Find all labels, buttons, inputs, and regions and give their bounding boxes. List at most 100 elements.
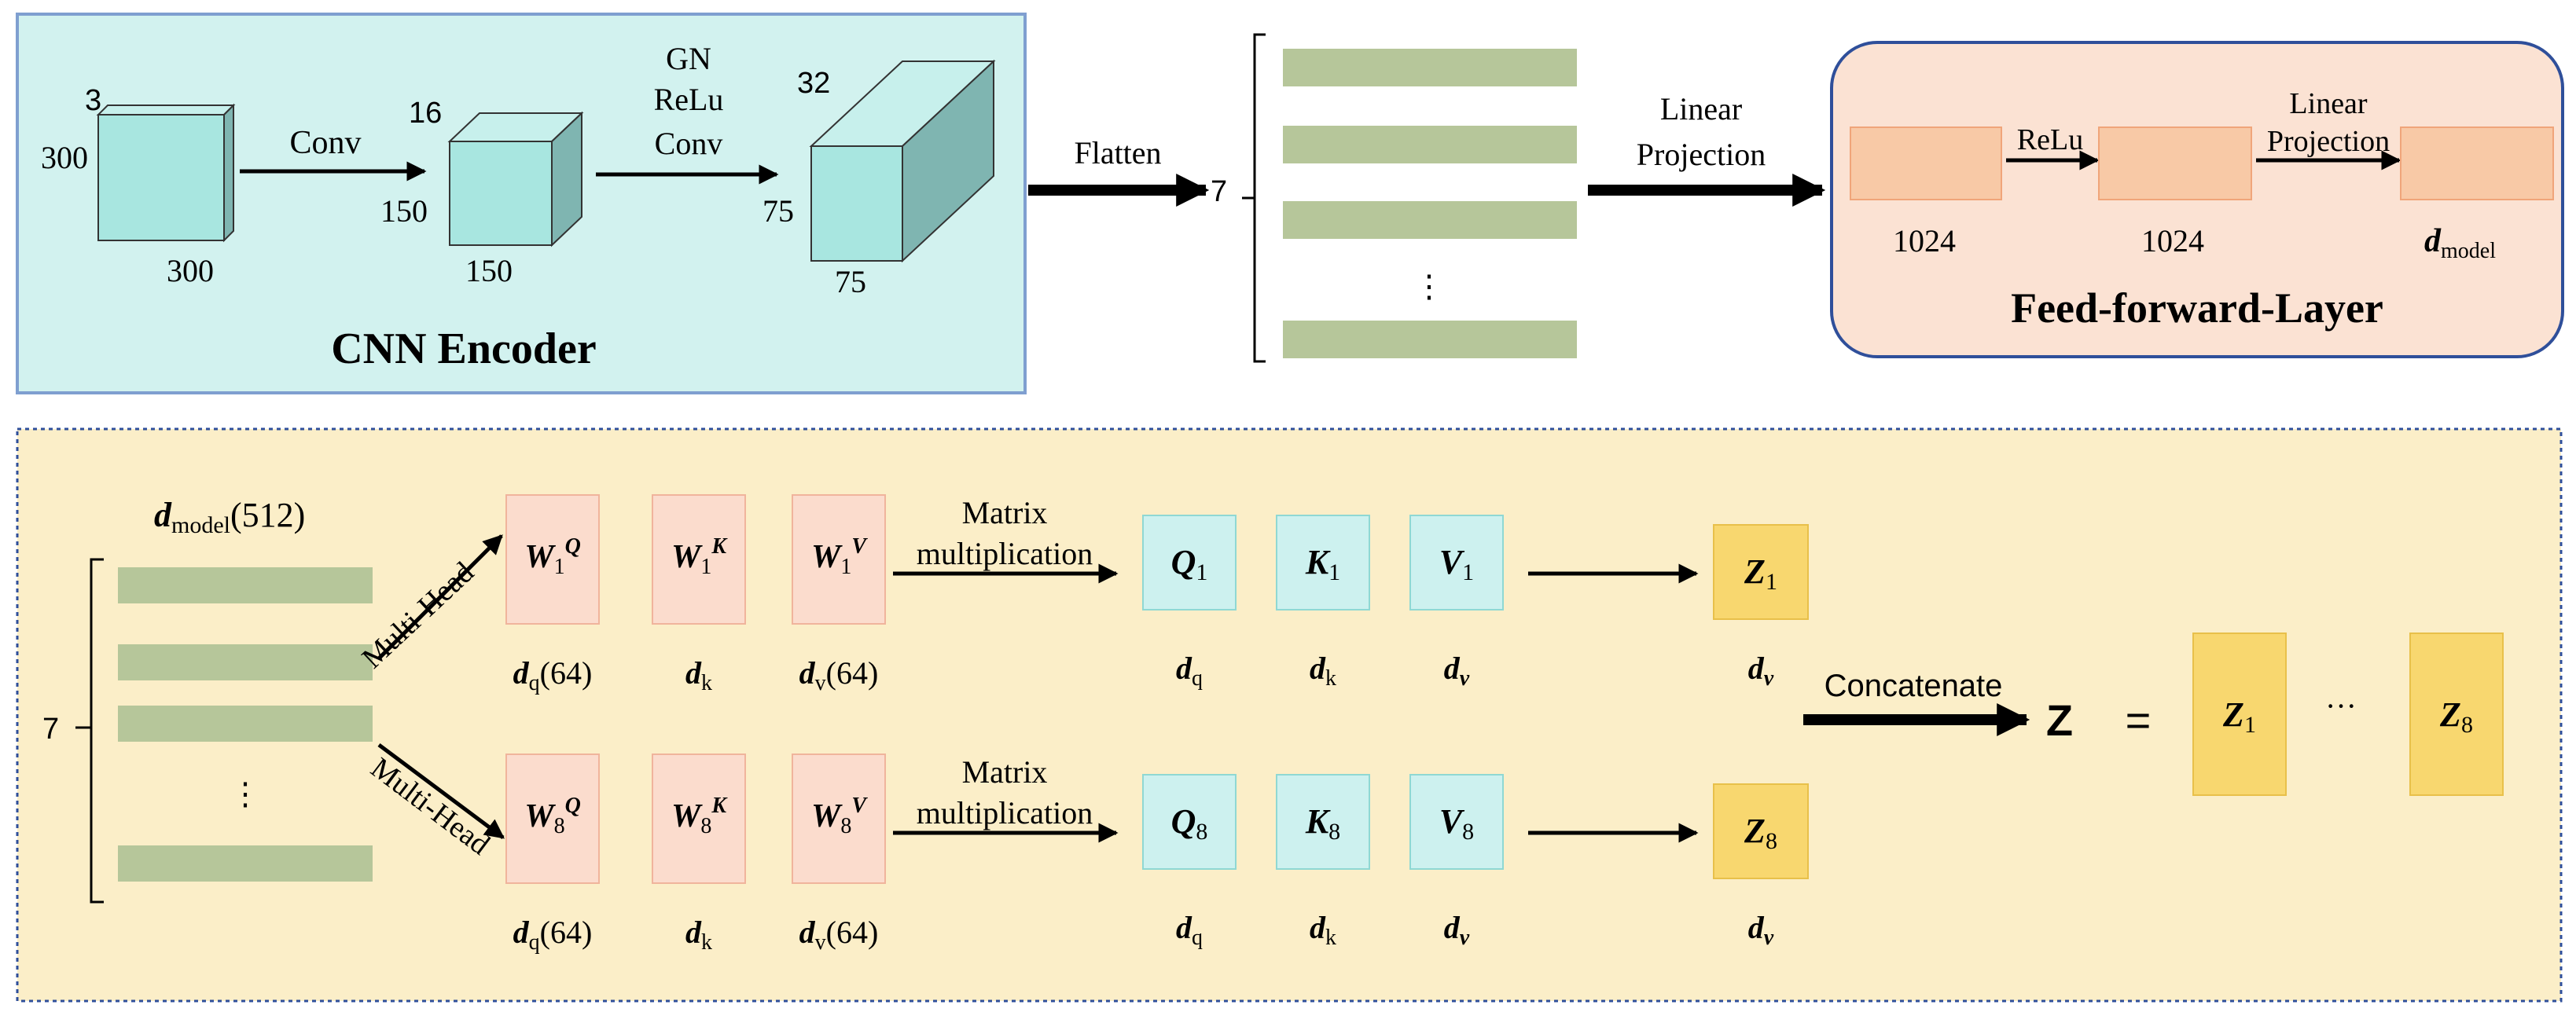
- head-output-label: Z8: [1744, 812, 1777, 854]
- matrix-multiplication-label: multiplication: [917, 536, 1093, 571]
- matrix-multiplication-label: multiplication: [917, 795, 1093, 830]
- head-output-box: [1713, 524, 1809, 620]
- z-output-symbol: Z: [2046, 695, 2073, 745]
- z-final-box-1: [2192, 632, 2287, 796]
- qkv-box: [1409, 774, 1504, 870]
- dmodel-label: dmodel(512): [154, 496, 305, 538]
- attention-heads: W1Q dq(64) W1K dk W1V dv(64) Matrix multiplicat…: [505, 494, 1809, 955]
- feed-forward-panel: ReLu Linear Projection 1024 1024 dmodel …: [1830, 41, 2564, 358]
- flatten-label: Flatten: [1074, 135, 1161, 170]
- weight-matrix-label: W1V: [811, 534, 868, 579]
- flatten-token-bar: [1283, 201, 1577, 239]
- weight-matrix-label: W8Q: [524, 794, 581, 838]
- input-channels-label: 3: [85, 84, 101, 117]
- linear-projection-label-line2: Projection: [1637, 137, 1766, 172]
- conv2-channels-label: 32: [797, 67, 830, 100]
- embedding-bar: [118, 567, 373, 603]
- qkv-dim-label: dq: [1176, 910, 1203, 950]
- qkv-label: Q8: [1171, 802, 1208, 845]
- embedding-dots: ⋮: [230, 776, 261, 812]
- weight-matrix-label: W1Q: [524, 534, 581, 579]
- qkv-dim-label: dv: [1444, 651, 1470, 691]
- conv2-output-cube: [809, 59, 996, 263]
- input-height-label: 300: [41, 140, 88, 175]
- qkv-box: [1276, 515, 1370, 610]
- embedding-bracket: [75, 558, 104, 904]
- weight-dim-label: dq(64): [513, 915, 593, 955]
- qkv-box: [1276, 774, 1370, 870]
- flatten-token-bar: [1283, 126, 1577, 163]
- embedding-bar: [118, 706, 373, 742]
- qkv-dim-label: dv: [1444, 910, 1470, 950]
- qkv-label: Q1: [1171, 543, 1208, 585]
- attention-head-1: W1Q dq(64) W1K dk W1V dv(64) Matrix multiplicat…: [505, 494, 1809, 695]
- cnn-encoder-title: CNN Encoder: [331, 324, 597, 373]
- concatenate-label: Concatenate: [1825, 669, 2003, 703]
- weight-matrix-box: [652, 494, 746, 625]
- weight-matrix-label: W1K: [671, 534, 728, 579]
- qkv-label: V1: [1439, 543, 1474, 585]
- qkv-dim-label: dq: [1176, 651, 1203, 691]
- flatten-bracket: [1242, 33, 1266, 363]
- z-final-box-8: [2409, 632, 2504, 796]
- flatten-token-count: 7: [1211, 175, 1227, 208]
- ff-dim1-label: 1024: [1893, 223, 1956, 258]
- feed-forward-title: Feed-forward-Layer: [2011, 284, 2383, 332]
- qkv-box: [1142, 774, 1237, 870]
- conv1-label: Conv: [289, 125, 361, 161]
- weight-dim-label: dv(64): [799, 655, 879, 695]
- cnn-encoder-panel: 3 300 300 Conv 16 150 150 GN ReLu Conv 3…: [16, 13, 1027, 394]
- multi-head-arrow-bottom: [377, 742, 505, 840]
- conv1-width-label: 150: [465, 253, 513, 288]
- ff-hidden-box-1: [1850, 126, 2002, 200]
- input-cube: [96, 103, 236, 243]
- weight-matrix-box: [792, 754, 886, 884]
- qkv-label: K1: [1305, 543, 1340, 585]
- ff-hidden-box-2: [2098, 126, 2252, 200]
- gn-label: GN: [666, 41, 711, 76]
- matrix-multiplication-label: Matrix: [962, 495, 1048, 530]
- qkv-dim-label: dk: [1310, 910, 1336, 950]
- head-output-dim-label: dv: [1748, 651, 1774, 691]
- ff-dim2-label: 1024: [2141, 223, 2204, 258]
- qkv-box: [1142, 515, 1237, 610]
- weight-matrix-box: [505, 494, 600, 625]
- attention-head-8: W8Qdq(64)W8KdkW8Vdv(64)Matrixmultiplicat…: [505, 754, 1809, 955]
- relu-label: ReLu: [654, 82, 724, 117]
- ff-projection-label-line1: Linear: [2289, 87, 2368, 120]
- z-final-ellipsis: ···: [2325, 688, 2357, 724]
- head-output-dim-label: dv: [1748, 910, 1774, 950]
- embedding-bar: [118, 845, 373, 882]
- conv2-label: Conv: [655, 126, 723, 161]
- conv2-width-label: 75: [835, 264, 866, 299]
- linear-projection-label-line1: Linear: [1660, 91, 1742, 126]
- embedding-token-count: 7: [42, 713, 59, 746]
- conv1-height-label: 150: [380, 193, 428, 229]
- multi-head-attention-panel: dmodel(512) 7 ⋮ Multi-Head Multi-Head W1…: [16, 427, 2563, 1003]
- weight-dim-label: dk: [685, 915, 712, 955]
- head-output-box: [1713, 783, 1809, 879]
- conv1-channels-label: 16: [409, 97, 442, 130]
- ff-relu-label: ReLu: [2017, 123, 2083, 156]
- equals-sign: =: [2126, 695, 2152, 745]
- weight-matrix-box: [652, 754, 746, 884]
- qkv-label: K8: [1305, 802, 1340, 845]
- weight-dim-label: dv(64): [799, 915, 879, 955]
- flatten-token-bar: [1283, 49, 1577, 86]
- weight-matrix-box: [505, 754, 600, 884]
- embedding-bar: [118, 644, 373, 680]
- weight-dim-label: dq(64): [513, 655, 593, 695]
- multi-head-arrow-top: [377, 534, 503, 660]
- conv1-output-cube: [447, 111, 584, 248]
- qkv-dim-label: dk: [1310, 651, 1336, 691]
- qkv-box: [1409, 515, 1504, 610]
- conv2-height-label: 75: [763, 193, 794, 229]
- ff-projection-label-line2: Projection: [2267, 125, 2390, 158]
- flatten-dots: ⋮: [1413, 269, 1445, 304]
- ff-dmodel-label: dmodel: [2424, 223, 2496, 263]
- head-output-label: Z1: [1744, 552, 1777, 595]
- z-final-label-1: Z1: [2222, 695, 2256, 738]
- input-width-label: 300: [167, 253, 214, 288]
